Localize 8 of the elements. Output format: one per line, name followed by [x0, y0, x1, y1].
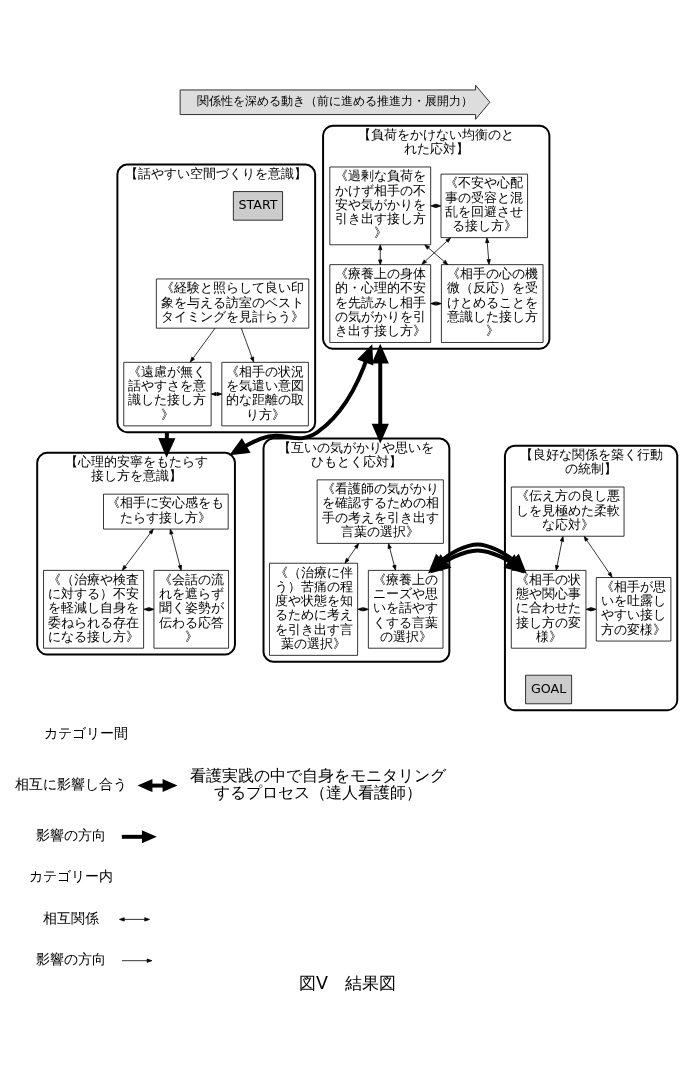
legend-label: 相互に影響し合う — [15, 775, 128, 792]
legend-label: カテゴリー間 — [43, 724, 128, 741]
legend-label: 相互関係 — [43, 909, 100, 926]
legend-label: 影響の方向 — [36, 826, 107, 843]
caption: 図Ⅴ 結果図 — [299, 972, 396, 993]
legend-label: カテゴリー内 — [29, 867, 114, 884]
legend-label: 影響の方向 — [36, 950, 107, 967]
label: 看護実践の中で自身をモニタリングするプロセス（達人看護師） — [189, 765, 446, 802]
